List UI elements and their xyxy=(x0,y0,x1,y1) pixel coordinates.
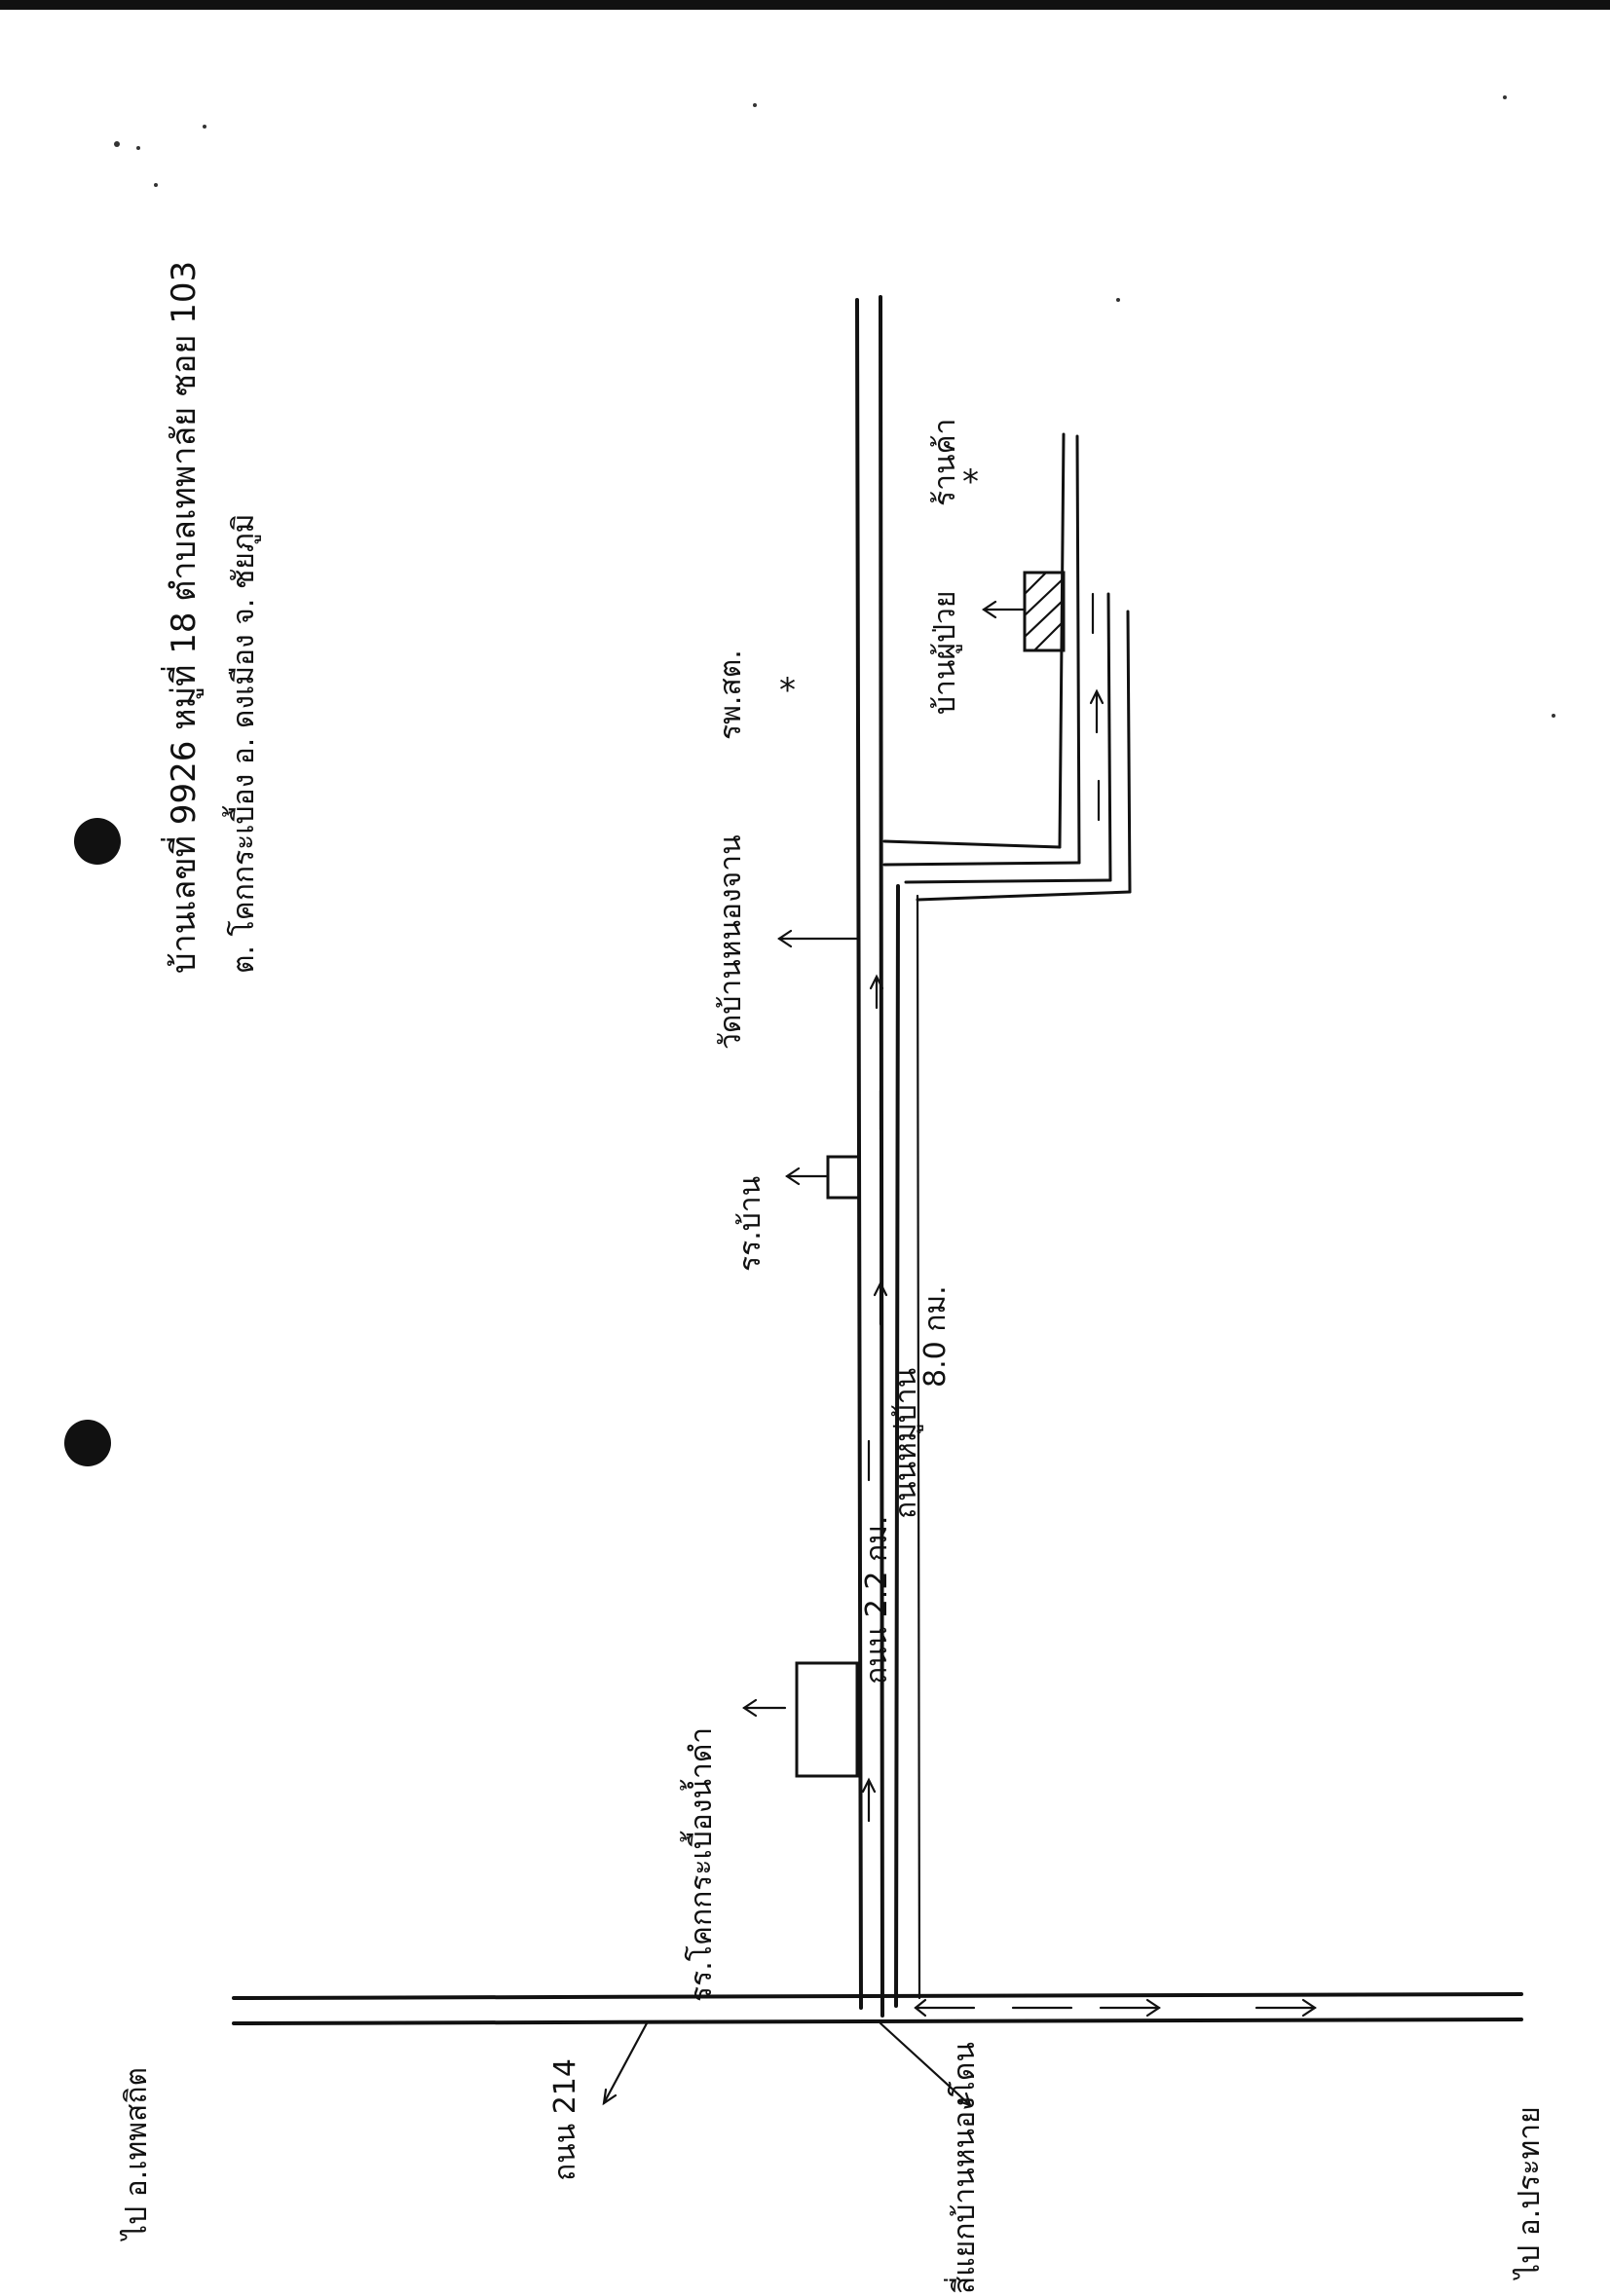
label-road-214: ถนน 214 xyxy=(548,2058,582,2181)
label-school-khok: รร.โคกกระเบื้องน้ำดำ xyxy=(680,1727,719,2002)
arrow-icon xyxy=(602,592,1317,2107)
main-road xyxy=(855,295,921,2018)
label-intersection: สี่แยกบ้านหนองโดน xyxy=(944,2042,982,2294)
label-road-length: ถนน 2.2 กม. xyxy=(860,1516,894,1685)
star-icon: * xyxy=(779,671,796,710)
scan-specks xyxy=(114,95,1555,718)
label-school-ban: รร.บ้าน xyxy=(733,1176,768,1272)
cross-road xyxy=(232,1992,1523,2025)
label-village-road: ถนนหมู่บ้าน xyxy=(889,1368,923,1519)
hole-punch-icon xyxy=(64,1420,111,1466)
label-health: รพ.สต. xyxy=(714,649,748,740)
star-icon: * xyxy=(962,463,979,501)
label-shop: ร้านค้า xyxy=(928,419,962,506)
village-road xyxy=(882,432,1132,902)
school-khok-building xyxy=(795,1661,859,1778)
school-ban-building xyxy=(826,1155,861,1200)
hatched-house-icon xyxy=(1023,571,1066,652)
scan-top-edge xyxy=(0,0,1610,10)
label-target-house: บ้านผู้ป่วย xyxy=(928,591,962,715)
label-distance: 8.0 กม. xyxy=(918,1285,953,1388)
label-to-ban-kham: ไป อ.เทพสถิต xyxy=(119,2067,154,2241)
label-temple: วัดบ้านหนองจาน xyxy=(714,834,748,1050)
label-to-prathai: ไป อ.ประทาย xyxy=(1512,2106,1547,2280)
hole-punch-icon xyxy=(74,818,121,865)
header-line2: ต. โคกกระเบื้อง อ. ดงเมือง จ. ชัยภูมิ xyxy=(222,514,261,974)
header-line1: บ้านเลขที่ 9926 หมู่ที่ 18 ตำบลเทพาลัย ซ… xyxy=(161,261,204,974)
